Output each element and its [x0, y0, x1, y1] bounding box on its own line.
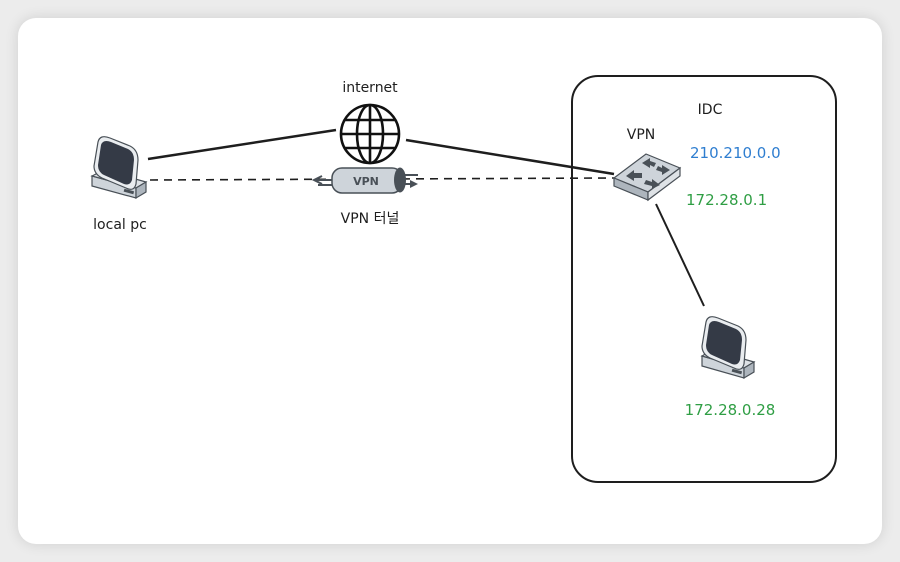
vpn-private-ip: 172.28.0.1 [686, 191, 767, 209]
switch-icon [612, 153, 682, 202]
globe-icon [339, 103, 401, 165]
internet-node[interactable]: internet [339, 80, 401, 165]
vpn-tunnel-dashed-link [149, 177, 615, 181]
computer-icon [90, 136, 148, 200]
computer-icon [700, 316, 756, 380]
idc-label: IDC [698, 102, 723, 118]
link-vpn-server [655, 203, 705, 307]
tunnel-badge: VPN [353, 175, 379, 188]
vpn-switch-label: VPN [627, 127, 656, 143]
vpn-public-ip: 210.210.0.0 [690, 144, 781, 162]
idc-boundary[interactable] [571, 75, 837, 483]
idc-server-node[interactable]: 172.28.0.28 [685, 316, 776, 419]
internet-label: internet [342, 80, 398, 96]
link-localpc-internet [147, 128, 337, 161]
tunnel-icon [311, 167, 418, 194]
server-ip: 172.28.0.28 [685, 401, 776, 419]
link-internet-vpn [405, 138, 615, 176]
local-pc-label: local pc [93, 217, 147, 233]
local-pc-node[interactable]: local pc [90, 136, 148, 233]
diagram-canvas [18, 18, 882, 544]
vpn-switch-node[interactable]: VPN 210.210.0.0 172.28.0.1 [612, 127, 781, 209]
vpn-tunnel-label: VPN 터널 [341, 211, 400, 227]
vpn-tunnel-node[interactable]: VPN VPN 터널 [311, 167, 418, 228]
